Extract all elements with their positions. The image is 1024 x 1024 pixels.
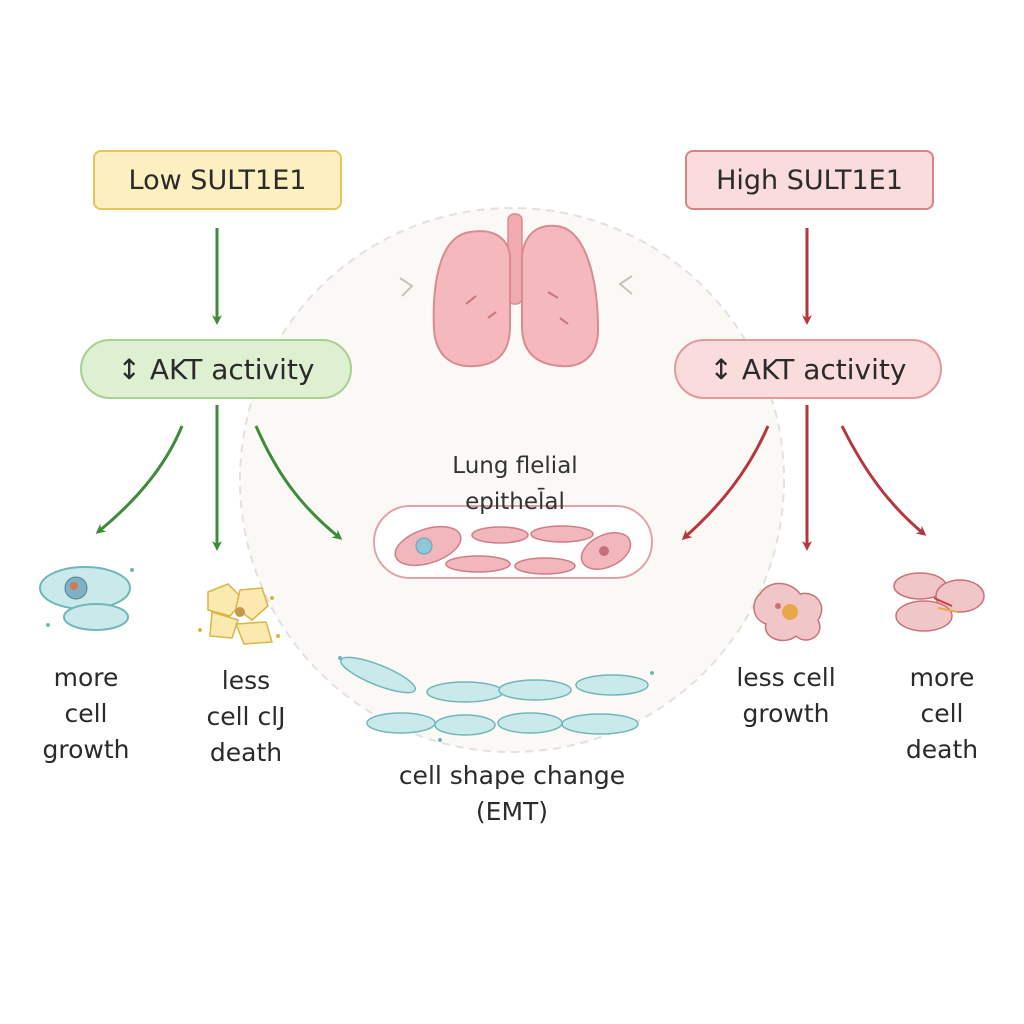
growing-cell-icon — [39, 566, 131, 631]
akt-activity-low-node: ↕ AKT activity — [80, 339, 352, 399]
decorative-specks-yellow — [198, 596, 280, 638]
high-sult1e1-label: High SULT1E1 — [716, 164, 903, 196]
low-sult1e1-label: Low SULT1E1 — [128, 164, 307, 196]
outcome-less-cell-growth: less cell growth — [736, 663, 836, 728]
akt-activity-high-label: ↕ AKT activity — [709, 352, 907, 386]
high-sult1e1-box: High SULT1E1 — [685, 150, 934, 210]
outcome-more-cell-growth: more cell growth — [42, 663, 130, 764]
lung-illustration — [432, 213, 600, 368]
cycle-arrowhead-right — [618, 275, 633, 295]
low-sult1e1-box: Low SULT1E1 — [93, 150, 342, 210]
emt-label: cell shape change (EMT) — [398, 761, 626, 826]
cycle-arrowhead-left — [399, 277, 414, 297]
shrinking-cell-icon — [753, 582, 823, 642]
emt-cells — [339, 656, 649, 736]
yellow-cell-cluster-icon — [207, 583, 273, 645]
low-branch-arrows — [95, 228, 343, 551]
akt-activity-high-node: ↕ AKT activity — [674, 339, 942, 399]
dying-cell-cluster-icon — [893, 572, 985, 632]
high-branch-arrows — [681, 228, 927, 551]
epithelial-cells — [373, 505, 653, 579]
background-circle — [239, 207, 785, 753]
akt-activity-low-label: ↕ AKT activity — [117, 352, 315, 386]
outcome-less-cell-death: less cell clJ death — [206, 666, 286, 767]
lung-epithelial-label: Lung flelial epithel̄al — [452, 453, 578, 515]
outcome-more-cell-death: more cell death — [905, 663, 979, 764]
decorative-specks — [46, 568, 654, 742]
